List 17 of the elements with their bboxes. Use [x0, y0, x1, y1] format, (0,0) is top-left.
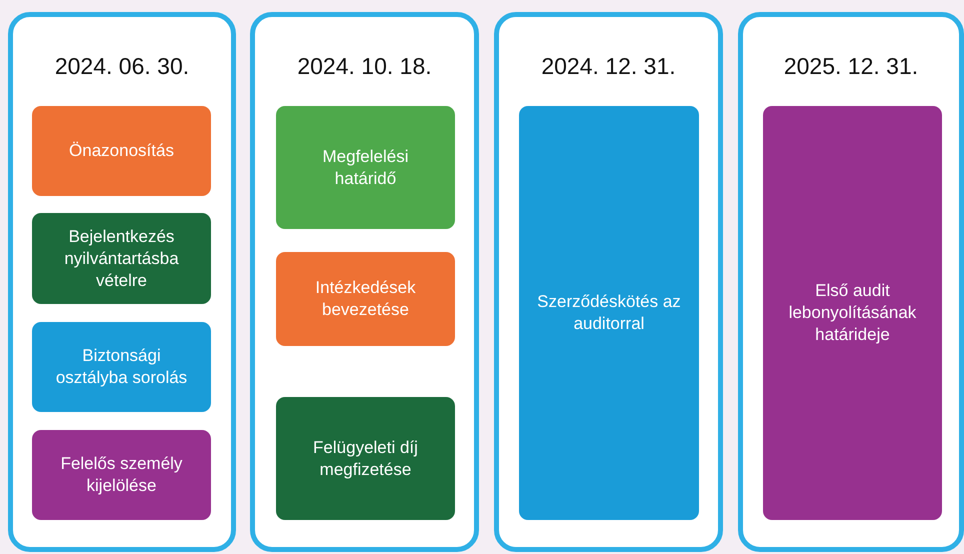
milestone-box: Megfelelési határidő: [276, 106, 455, 229]
date-heading: 2025. 12. 31.: [784, 53, 918, 80]
milestone-box: Felelős személy kijelölése: [32, 430, 211, 520]
milestone-box: Önazonosítás: [32, 106, 211, 196]
date-heading: 2024. 12. 31.: [541, 53, 676, 80]
milestone-box: Bejelentkezés nyilvántartásba vételre: [32, 213, 211, 304]
date-column-panel: [494, 12, 723, 552]
date-column-panel: [250, 12, 479, 552]
milestone-box: Szerződéskötés az auditorral: [519, 106, 699, 520]
date-column-panel: [738, 12, 964, 552]
milestone-box: Első audit lebonyolításának határideje: [763, 106, 942, 520]
date-heading: 2024. 06. 30.: [54, 53, 190, 80]
milestone-box: Biztonsági osztályba sorolás: [32, 322, 211, 412]
date-column-panel: [8, 12, 236, 552]
date-heading: 2024. 10. 18.: [297, 53, 432, 80]
milestone-box: Felügyeleti díj megfizetése: [276, 397, 455, 520]
milestone-box: Intézkedések bevezetése: [276, 252, 455, 346]
